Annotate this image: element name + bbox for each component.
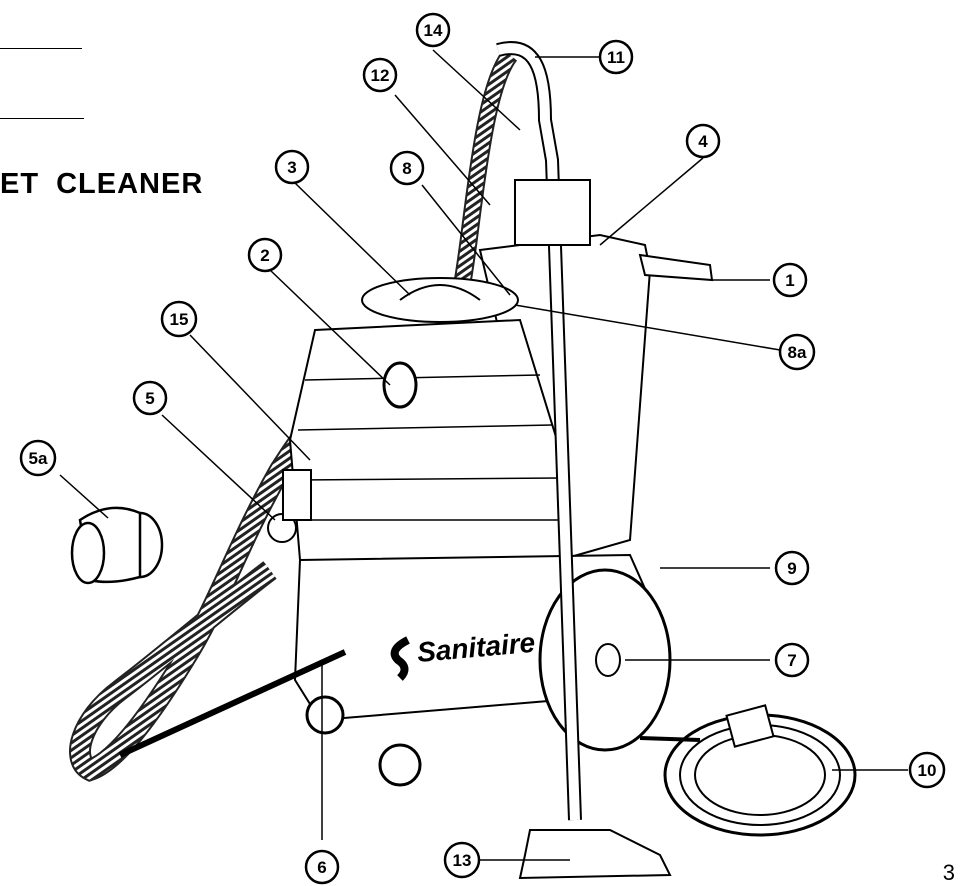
svg-text:14: 14 <box>424 21 443 40</box>
callout-9: 9 <box>774 550 810 586</box>
svg-text:4: 4 <box>698 132 708 151</box>
callout-13: 13 <box>443 841 481 879</box>
callout-3: 3 <box>274 149 310 185</box>
svg-text:12: 12 <box>371 66 390 85</box>
callout-7: 7 <box>774 642 810 678</box>
callout-bubbles: 14 11 12 3 8 4 2 1 <box>19 12 946 885</box>
callout-2: 2 <box>247 237 283 273</box>
svg-text:8a: 8a <box>788 343 807 362</box>
svg-text:5a: 5a <box>29 449 48 468</box>
handle-grip <box>638 253 714 282</box>
side-bracket <box>282 469 312 521</box>
hose-inlet <box>382 361 418 409</box>
callout-5: 5 <box>132 380 168 416</box>
wheel-hub <box>595 643 621 677</box>
tank-ridge <box>295 477 561 481</box>
leader-lines <box>59 49 908 861</box>
svg-text:9: 9 <box>787 559 796 578</box>
svg-text:5: 5 <box>145 389 154 408</box>
callout-8: 8 <box>389 150 425 186</box>
svg-text:15: 15 <box>170 310 189 329</box>
header-rule-bottom <box>0 118 84 119</box>
wand-valve-handle <box>514 179 591 246</box>
callout-1: 1 <box>772 262 808 298</box>
tank-ridge <box>297 424 553 431</box>
elbow-adapter <box>70 506 164 585</box>
page-heading: ET CLEANER <box>0 168 204 200</box>
front-caster <box>305 695 345 735</box>
svg-text:13: 13 <box>453 851 472 870</box>
callout-6: 6 <box>304 849 340 885</box>
svg-text:10: 10 <box>918 761 937 780</box>
floor-tool-head <box>518 829 672 880</box>
lid-dome <box>399 284 481 301</box>
tank-ridge <box>304 374 541 381</box>
callout-5a: 5a <box>19 439 57 477</box>
callout-4: 4 <box>685 123 721 159</box>
svg-text:6: 6 <box>317 858 326 877</box>
hand-tool-wand <box>118 649 347 758</box>
floor-wand <box>496 41 672 880</box>
page-number: 3 <box>942 860 955 885</box>
svg-text:1: 1 <box>785 271 794 290</box>
callout-11: 11 <box>598 39 634 75</box>
cord-plug <box>725 704 775 748</box>
power-cord <box>639 704 857 837</box>
header-rule-top <box>0 48 82 49</box>
svg-text:8: 8 <box>402 159 411 178</box>
svg-text:3: 3 <box>287 158 296 177</box>
svg-text:7: 7 <box>787 651 796 670</box>
callout-15: 15 <box>160 300 198 338</box>
vacuum-hose <box>69 379 392 782</box>
front-caster <box>378 743 422 787</box>
svg-text:2: 2 <box>260 246 269 265</box>
sanitaire-swoosh-icon <box>390 636 410 681</box>
callout-8a: 8a <box>778 333 816 371</box>
callout-14: 14 <box>415 12 451 48</box>
callout-12: 12 <box>362 57 398 93</box>
callout-10: 10 <box>908 751 946 789</box>
svg-text:11: 11 <box>607 48 625 67</box>
recovery-tank <box>288 318 572 561</box>
